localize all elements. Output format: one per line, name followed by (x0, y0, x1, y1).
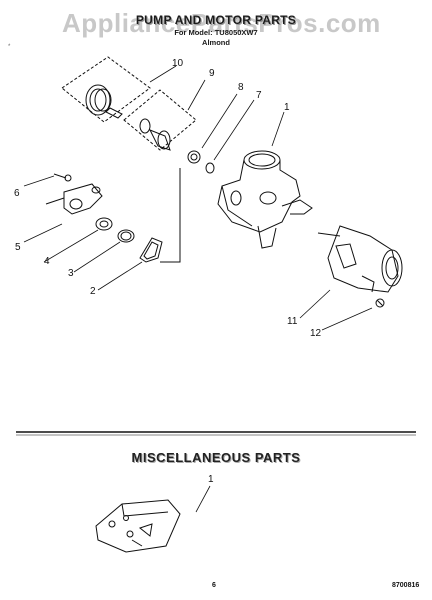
document-code: 8700816 (392, 582, 420, 589)
color-label: Almond (202, 38, 230, 47)
callout-3: 3 (68, 268, 74, 279)
callout-1: 1 (284, 102, 290, 113)
part-4-bearing (95, 217, 113, 231)
part-11-motor (317, 225, 403, 293)
leader-lines (23, 65, 373, 513)
callout-9: 9 (209, 68, 215, 79)
callout-misc-1: 1 (208, 474, 214, 485)
callout-12: 12 (310, 328, 322, 339)
corner-mark: * (8, 44, 11, 50)
callout-11: 11 (287, 316, 298, 327)
part-8-nut (187, 150, 201, 164)
callout-10: 10 (172, 58, 184, 69)
callout-4: 4 (44, 256, 50, 267)
watermark: AppliancePartsPros.com (62, 8, 381, 38)
model-line: For Model: TU8050XW7 (174, 28, 258, 37)
part-5-bracket (45, 183, 103, 215)
assembly-bracket-line (160, 168, 181, 263)
misc-part-1-hardware-bag (95, 499, 181, 553)
part-2-gasket (139, 237, 163, 263)
part-9-dashed-box (123, 89, 197, 151)
callout-8: 8 (238, 82, 244, 93)
callout-2: 2 (90, 286, 96, 297)
page-title: PUMP AND MOTOR PARTS (135, 13, 297, 27)
page-number: 6 (212, 582, 216, 589)
callout-6: 6 (14, 188, 20, 199)
part-6-screw (53, 173, 72, 182)
callout-7: 7 (256, 90, 262, 101)
part-12-screw (375, 298, 385, 308)
misc-section-title: MISCELLANEOUS PARTS (131, 450, 301, 465)
callout-5: 5 (15, 242, 21, 253)
part-7-washer (205, 162, 215, 174)
part-1-pump-housing (217, 150, 313, 249)
part-3-seal-ring (117, 229, 135, 243)
part-9-impeller (139, 118, 171, 151)
part-10-seal (85, 84, 123, 119)
